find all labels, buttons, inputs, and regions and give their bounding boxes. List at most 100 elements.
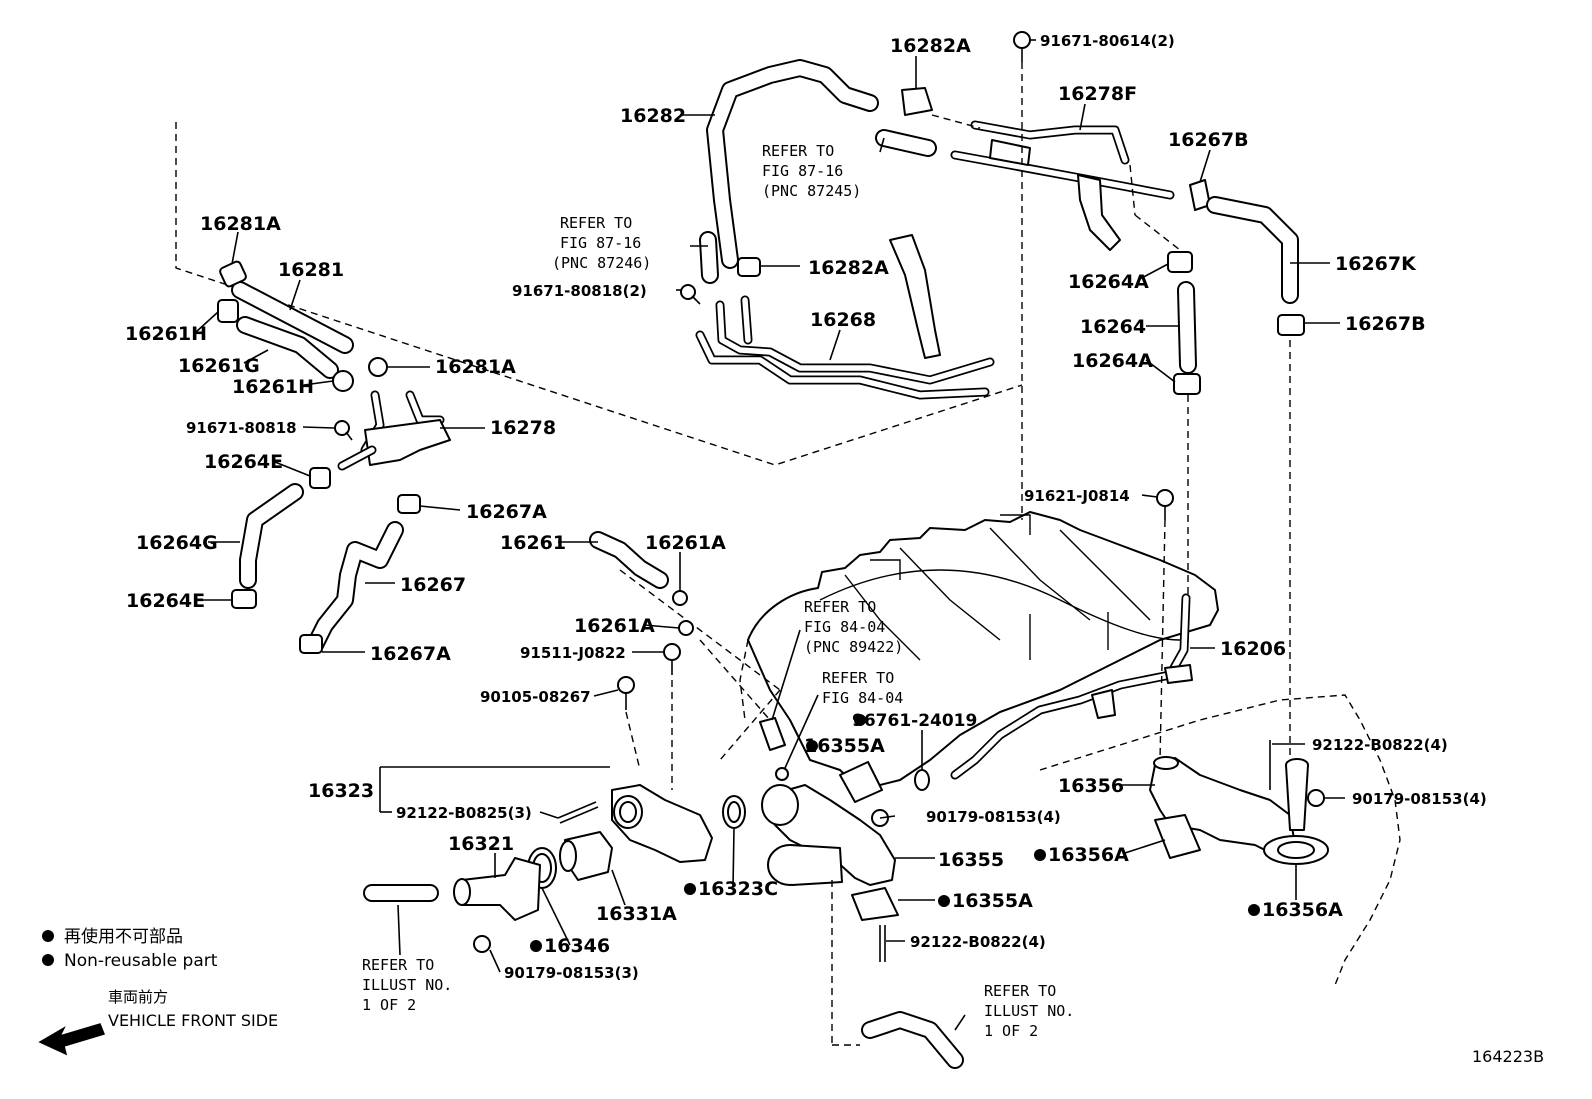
pipe-16278F: [950, 120, 1175, 251]
label-91671-80818[interactable]: 91671-80818: [186, 419, 297, 437]
engine-outline: [739, 639, 1401, 986]
label-90179-08153-b[interactable]: 90179-08153(4): [1352, 790, 1487, 808]
label-16355[interactable]: 16355: [938, 849, 1004, 871]
label-16261H-a[interactable]: 16261H: [125, 323, 207, 345]
label-16346[interactable]: 16346: [544, 935, 610, 957]
label-16264G[interactable]: 16264G: [136, 532, 218, 554]
label-16281A-b[interactable]: 16281A: [435, 356, 516, 378]
outlet-16355: [761, 784, 896, 886]
label-90179-08153-c[interactable]: 90179-08153(3): [504, 964, 639, 982]
bolt-91671-80614: [1013, 31, 1031, 62]
assembly-boundary: [175, 122, 1023, 466]
label-16261[interactable]: 16261: [500, 532, 566, 554]
label-16356A-b[interactable]: 16356A: [1262, 899, 1343, 921]
refer-notes: REFER TO FIG 87-16 (PNC 87245) REFER TO …: [362, 142, 1074, 1040]
bolt-91621-J0814: [1156, 489, 1174, 520]
housing-16356: [1149, 740, 1309, 856]
label-16281A-top[interactable]: 16281A: [200, 213, 281, 235]
label-16206[interactable]: 16206: [1220, 638, 1286, 660]
leader-lines: [195, 39, 1345, 1031]
hose-refer-illust-right: [861, 1011, 964, 1069]
label-16267B-top[interactable]: 16267B: [1168, 129, 1249, 151]
label-91671-80818-2[interactable]: 91671-80818(2): [512, 282, 647, 300]
clamp-16267A-b: [299, 634, 323, 654]
label-16278F[interactable]: 16278F: [1058, 83, 1137, 105]
label-16323[interactable]: 16323: [308, 780, 374, 802]
clamp-16261H-a: [217, 299, 239, 323]
refer-87245-l2: FIG 87-16: [762, 162, 843, 180]
clamp-16264E-a: [309, 467, 331, 489]
label-16264A-a[interactable]: 16264A: [1068, 271, 1149, 293]
bullet-96761: [854, 714, 866, 726]
label-16356[interactable]: 16356: [1058, 775, 1124, 797]
label-92122-B0825[interactable]: 92122-B0825(3): [396, 804, 532, 822]
label-91511-J0822[interactable]: 91511-J0822: [520, 644, 626, 662]
front-side-en: VEHICLE FRONT SIDE: [108, 1011, 278, 1030]
clamp-16264A-b: [1173, 373, 1201, 395]
label-16261H-b[interactable]: 16261H: [232, 376, 314, 398]
label-90105-08267[interactable]: 90105-08267: [480, 688, 591, 706]
hose-16261: [589, 531, 669, 589]
clamp-16267B-b: [1277, 314, 1305, 336]
label-16355A-a[interactable]: 16355A: [804, 735, 885, 757]
label-16323C[interactable]: 16323C: [698, 878, 778, 900]
label-16264[interactable]: 16264: [1080, 316, 1146, 338]
label-16267A-a[interactable]: 16267A: [466, 501, 547, 523]
stud-92122-B0822-b: [879, 925, 886, 962]
label-16282A-top[interactable]: 16282A: [890, 35, 971, 57]
refer-illust-left-l2: ILLUST NO.: [362, 976, 452, 994]
clamp-16281A-b: [368, 357, 388, 377]
label-16267B-b[interactable]: 16267B: [1345, 313, 1426, 335]
alignment-lines: [619, 62, 1291, 1046]
label-16331A[interactable]: 16331A: [596, 903, 677, 925]
label-16282A-b[interactable]: 16282A: [808, 257, 889, 279]
label-16264E-b[interactable]: 16264E: [126, 590, 205, 612]
label-16267A-b[interactable]: 16267A: [370, 643, 451, 665]
label-16321[interactable]: 16321: [448, 833, 514, 855]
bullet-16355A-b: [938, 895, 950, 907]
label-91671-80614[interactable]: 91671-80614(2): [1040, 32, 1175, 50]
label-16267K[interactable]: 16267K: [1335, 253, 1417, 275]
refer-87245-l1: REFER TO: [762, 142, 834, 160]
label-16356A-a[interactable]: 16356A: [1048, 844, 1129, 866]
label-16264A-b[interactable]: 16264A: [1072, 350, 1153, 372]
hose-16264G: [239, 483, 304, 589]
bolt-90105-08267: [617, 676, 635, 710]
label-92122-B0822-b[interactable]: 92122-B0822(4): [910, 933, 1046, 951]
front-arrow-icon: [38, 1023, 106, 1056]
legend-bullet-jp: [42, 930, 54, 942]
hose-16267K: [1206, 196, 1299, 304]
legend-jp: 再使用不可部品: [64, 926, 183, 947]
clamp-16264E-b: [231, 589, 257, 609]
clamp-16281A-a: [219, 260, 247, 288]
housing-16323: [611, 784, 713, 863]
bolt-91671-80818-2: [680, 284, 701, 305]
label-16261A-a[interactable]: 16261A: [645, 532, 726, 554]
label-91621-J0814[interactable]: 91621-J0814: [1024, 487, 1130, 505]
label-16264E-a[interactable]: 16264E: [204, 451, 283, 473]
label-16268[interactable]: 16268: [810, 309, 876, 331]
front-side-jp: 車両前方: [108, 988, 168, 1006]
label-16355A-b[interactable]: 16355A: [952, 890, 1033, 912]
clamp-16264A-a: [1167, 251, 1193, 273]
refer-87246-l3: (PNC 87246): [552, 254, 651, 272]
label-96761-24019[interactable]: 96761-24019: [852, 711, 977, 731]
part-labels: 16282A 91671-80614(2) 16278F 16282 16267…: [125, 32, 1487, 982]
pipe-16206: [950, 593, 1193, 780]
label-90179-08153-a[interactable]: 90179-08153(4): [926, 808, 1061, 826]
label-16278[interactable]: 16278: [490, 417, 556, 439]
bullet-16346: [530, 940, 542, 952]
label-16261A-b[interactable]: 16261A: [574, 615, 655, 637]
diagram-id: 164223B: [1472, 1047, 1544, 1066]
label-16267[interactable]: 16267: [400, 574, 466, 596]
label-16282[interactable]: 16282: [620, 105, 686, 127]
gasket-16356A-b: [1263, 835, 1329, 865]
refer-87245-l3: (PNC 87245): [762, 182, 861, 200]
label-16281[interactable]: 16281: [278, 259, 344, 281]
label-92122-B0822-a[interactable]: 92122-B0822(4): [1312, 736, 1448, 754]
hose-refer-87245: [875, 129, 937, 157]
label-16261G[interactable]: 16261G: [178, 355, 260, 377]
legend-en: Non-reusable part: [64, 951, 218, 971]
clamp-16267A-a: [397, 494, 421, 514]
